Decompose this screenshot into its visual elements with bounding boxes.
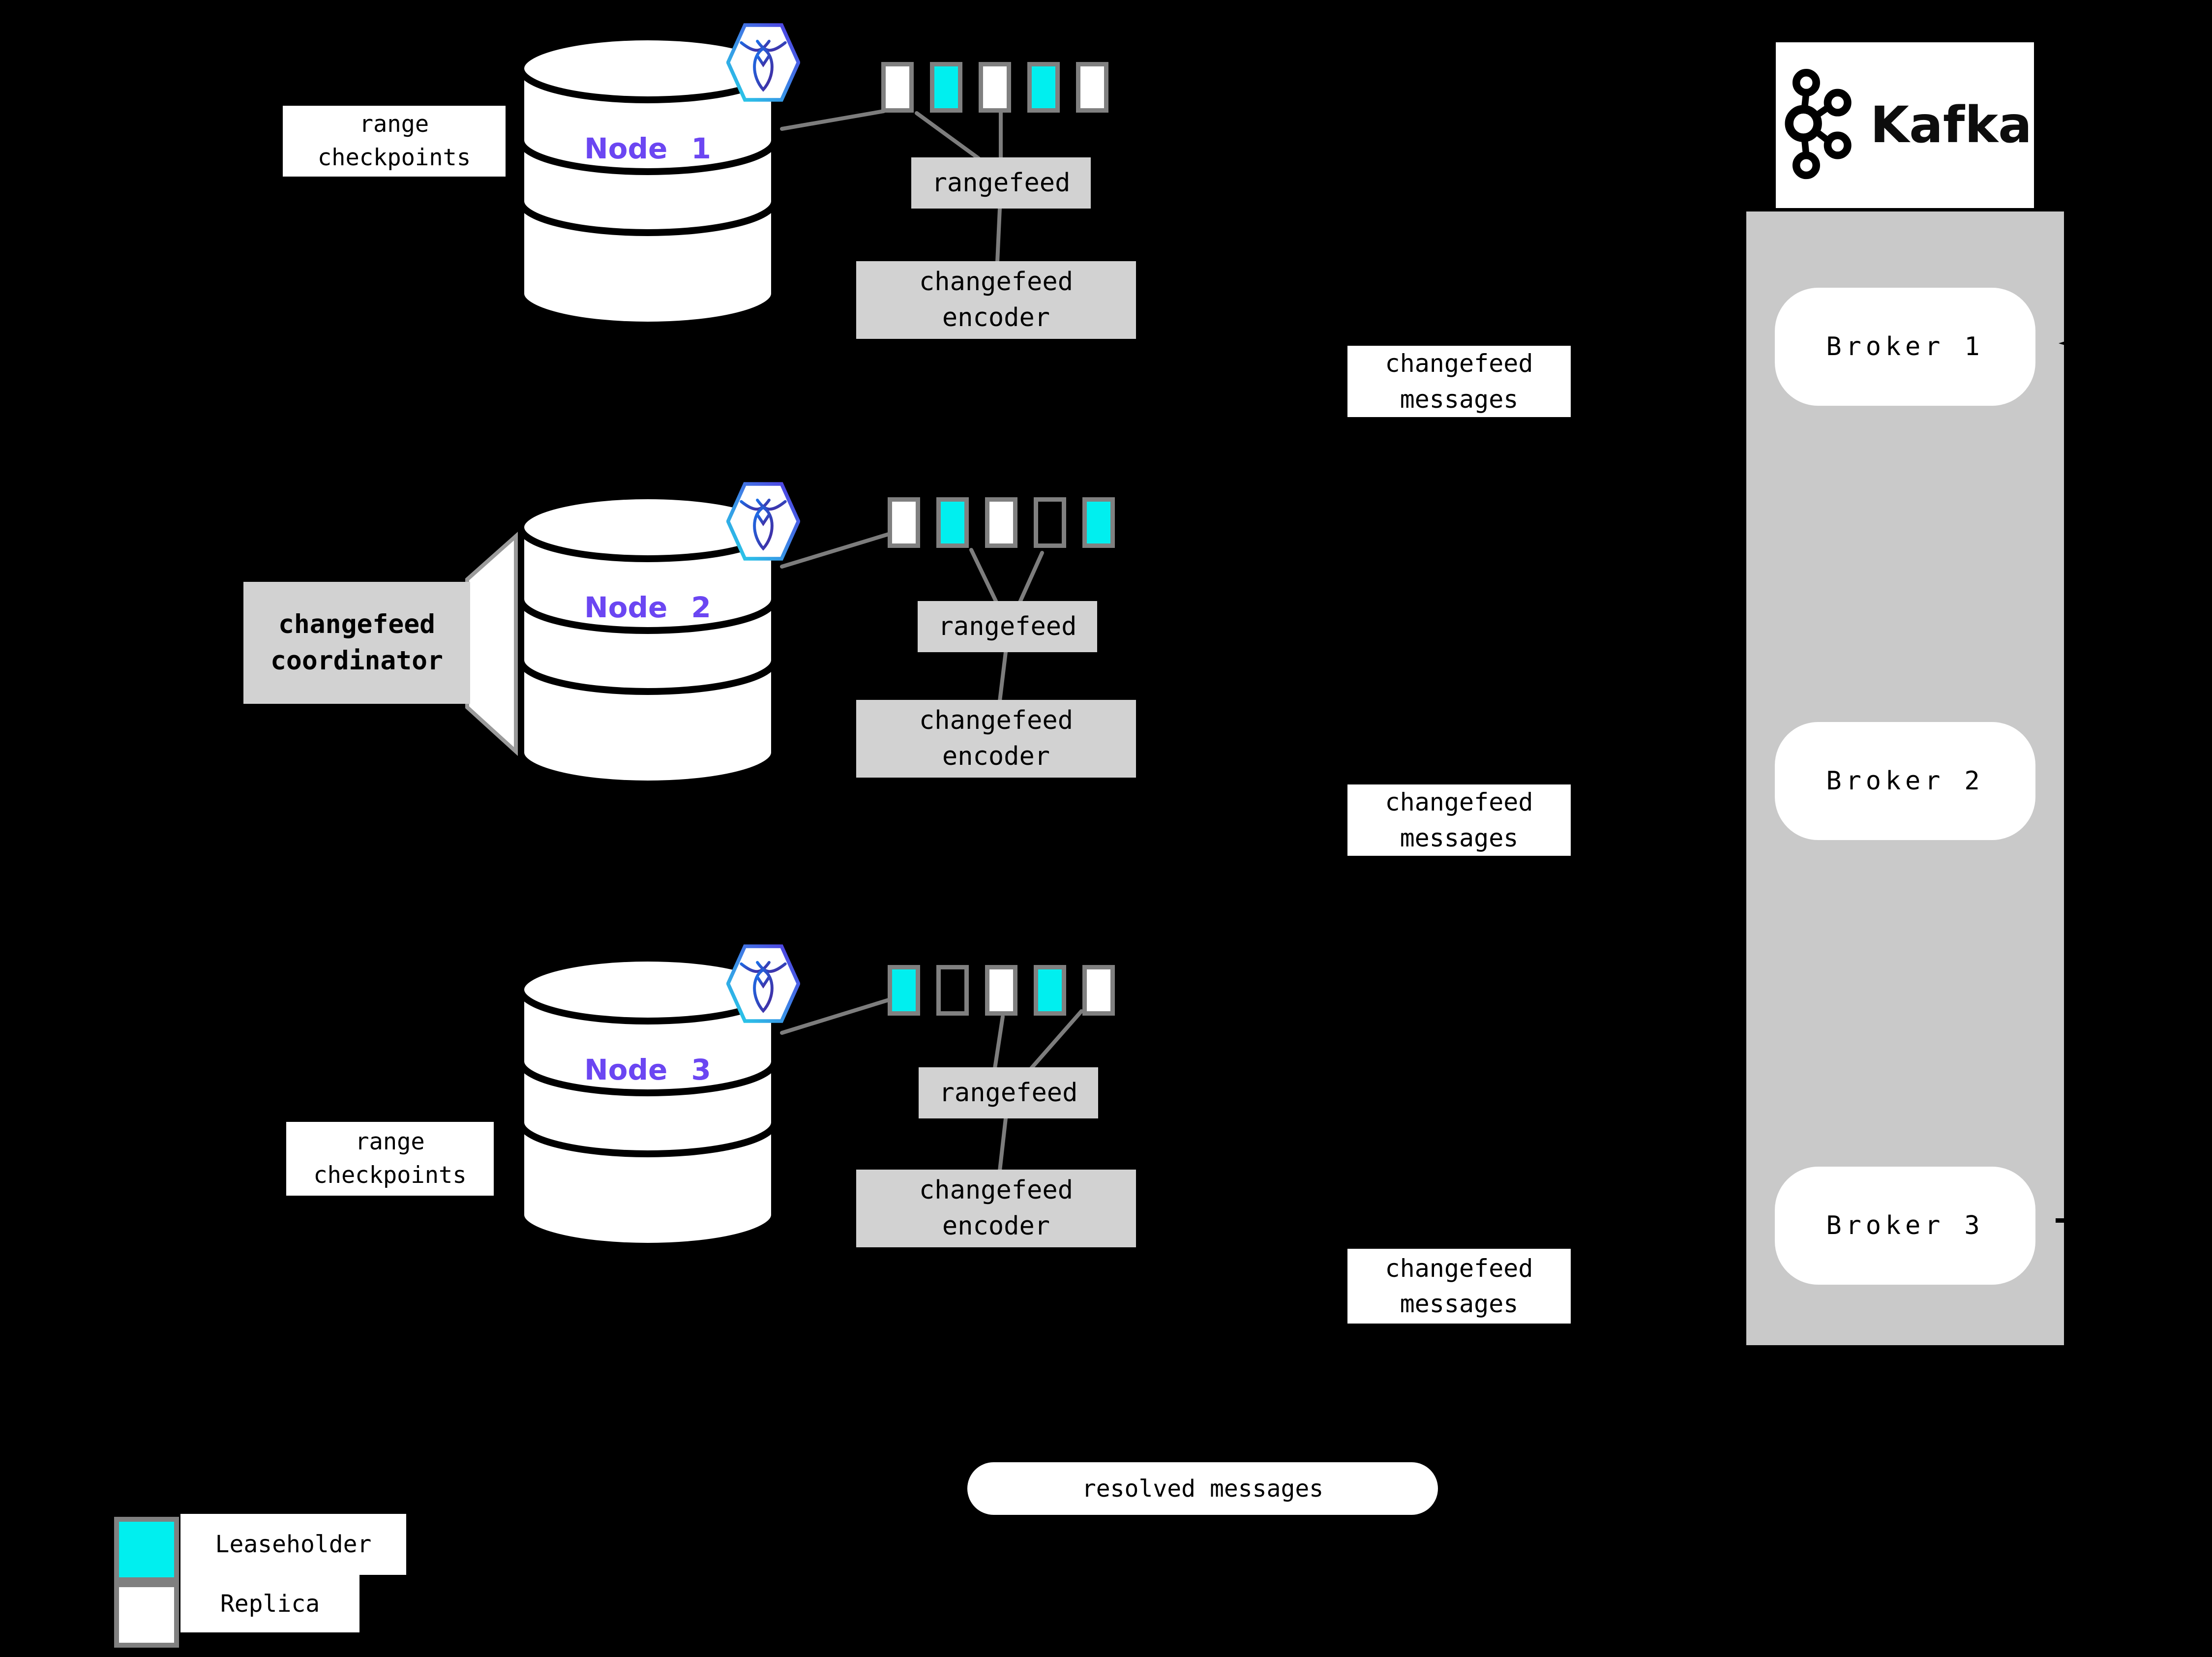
range-square-replica bbox=[881, 62, 914, 113]
range-square-replica bbox=[1082, 965, 1115, 1016]
node1-range-row bbox=[881, 62, 1108, 113]
node3-cylinder bbox=[517, 955, 778, 1250]
changefeed-encoder-box-node2: changefeed encoder bbox=[856, 700, 1136, 778]
range-square-empty bbox=[936, 965, 969, 1016]
range-square-replica bbox=[985, 965, 1017, 1016]
changefeed-coordinator-label: changefeed coordinator bbox=[243, 582, 470, 704]
rangefeed-box-node2: rangefeed bbox=[918, 601, 1097, 652]
legend-leaseholder-label: Leaseholder bbox=[180, 1514, 406, 1575]
broker-2: Broker 2 bbox=[1775, 722, 2035, 840]
broker-3-label: Broker 3 bbox=[1826, 1211, 1984, 1240]
rangefeed-box-node3: rangefeed bbox=[919, 1067, 1098, 1118]
line-range3-to-rangefeed3 bbox=[993, 1015, 1005, 1070]
node2-cylinder bbox=[517, 492, 778, 787]
range-square-leaseholder bbox=[1034, 965, 1066, 1016]
changefeed-encoder-box-node1: changefeed encoder bbox=[856, 261, 1136, 339]
range-square-leaseholder bbox=[888, 965, 920, 1016]
changefeed-encoder-box-node3: changefeed encoder bbox=[856, 1170, 1136, 1247]
cockroachdb-logo-icon bbox=[726, 482, 800, 561]
range-square-replica bbox=[979, 62, 1011, 113]
line-range4-to-rangefeed2 bbox=[1018, 551, 1044, 604]
kafka-logo-icon bbox=[1785, 68, 1852, 179]
node1-cylinder bbox=[517, 33, 778, 329]
broker-3: Broker 3 bbox=[1775, 1167, 2035, 1285]
kafka-logo-text: Kafka bbox=[1870, 96, 2032, 154]
node1-label: Node 1 bbox=[584, 132, 711, 165]
broker-1-label: Broker 1 bbox=[1826, 332, 1984, 362]
node2-label: Node 2 bbox=[584, 591, 711, 624]
changefeed-messages-label-2: changefeed messages bbox=[1347, 784, 1571, 856]
legend-replica-label: Replica bbox=[180, 1575, 359, 1632]
range-square-replica bbox=[888, 497, 920, 548]
range-checkpoints-label-node1: range checkpoints bbox=[283, 106, 506, 177]
kafka-cluster-container: Broker 1 Broker 2 Broker 3 bbox=[1746, 211, 2064, 1345]
legend-leaseholder-swatch bbox=[114, 1517, 179, 1582]
resolved-messages-pill: resolved messages bbox=[967, 1462, 1438, 1515]
range-square-leaseholder bbox=[1082, 497, 1115, 548]
line-rangefeed3-to-encoder3 bbox=[998, 1116, 1008, 1173]
cockroachdb-logo-icon bbox=[726, 23, 800, 102]
broker-2-label: Broker 2 bbox=[1826, 766, 1984, 796]
range-square-leaseholder bbox=[1027, 62, 1060, 113]
line-range5-to-rangefeed3 bbox=[1029, 1009, 1083, 1070]
node2-range-row bbox=[888, 497, 1115, 548]
range-square-leaseholder bbox=[936, 497, 969, 548]
cockroachdb-logo-icon bbox=[726, 944, 800, 1023]
line-rangefeed2-to-encoder2 bbox=[998, 650, 1008, 703]
kafka-logo-box: Kafka bbox=[1776, 42, 2034, 208]
range-square-replica bbox=[985, 497, 1017, 548]
broker-1: Broker 1 bbox=[1775, 288, 2035, 406]
line-range1-to-rangefeed1 bbox=[915, 111, 981, 160]
node3-range-row bbox=[888, 965, 1115, 1016]
line-rangefeed1-to-encoder1 bbox=[995, 207, 1002, 264]
changefeed-messages-label-1: changefeed messages bbox=[1347, 346, 1571, 417]
range-square-leaseholder bbox=[930, 62, 962, 113]
range-checkpoints-label-node3: range checkpoints bbox=[286, 1122, 494, 1196]
changefeed-messages-label-3: changefeed messages bbox=[1347, 1249, 1571, 1324]
line-node1-to-range bbox=[780, 109, 886, 131]
range-square-replica bbox=[1076, 62, 1108, 113]
node3-label: Node 3 bbox=[584, 1053, 711, 1086]
legend-replica-swatch bbox=[114, 1582, 179, 1648]
line-range2-to-rangefeed2 bbox=[969, 548, 998, 604]
rangefeed-box-node1: rangefeed bbox=[911, 157, 1091, 209]
range-square-empty bbox=[1034, 497, 1066, 548]
